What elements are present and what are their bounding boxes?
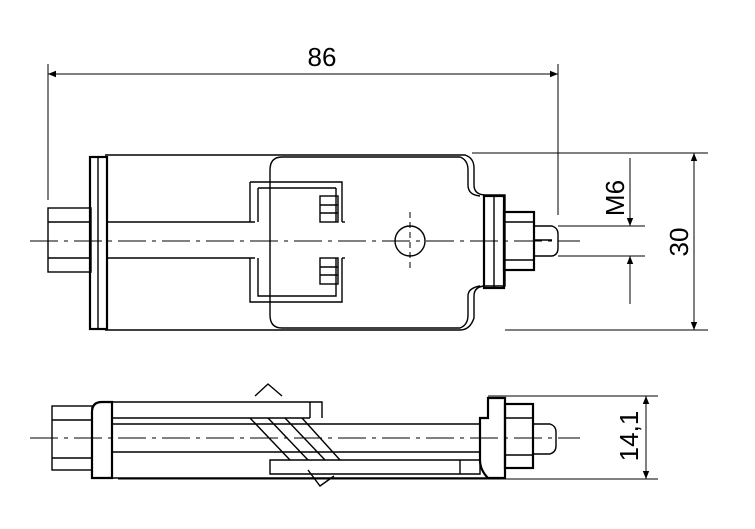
dimension-14-1-label: 14,1 xyxy=(614,411,644,462)
dimension-86-label: 86 xyxy=(308,42,337,72)
side-upper-bar xyxy=(112,401,323,419)
side-right-bracket xyxy=(478,396,507,480)
top-view xyxy=(30,154,580,331)
side-left-plate xyxy=(90,400,114,480)
left-bolt-head xyxy=(47,207,92,273)
dimension-height: 30 xyxy=(472,152,708,331)
side-right-nut xyxy=(503,402,535,470)
dimension-thickness: 14,1 xyxy=(118,395,658,480)
dimension-30-label: 30 xyxy=(664,228,694,257)
inner-plate xyxy=(269,156,481,329)
clamp-lower xyxy=(249,258,343,303)
side-lower-bar xyxy=(269,459,481,475)
nut-upper xyxy=(319,195,339,223)
side-right-rod-end xyxy=(533,423,557,455)
clamp-upper xyxy=(249,181,343,222)
side-view xyxy=(30,383,580,487)
dimension-length: 86 xyxy=(47,42,559,215)
side-diagonal-strap xyxy=(249,383,341,487)
dimension-thread: M6 xyxy=(558,158,645,304)
nut-lower xyxy=(319,257,339,285)
dimension-m6-label: M6 xyxy=(600,180,630,216)
main-body-outline xyxy=(105,154,506,331)
